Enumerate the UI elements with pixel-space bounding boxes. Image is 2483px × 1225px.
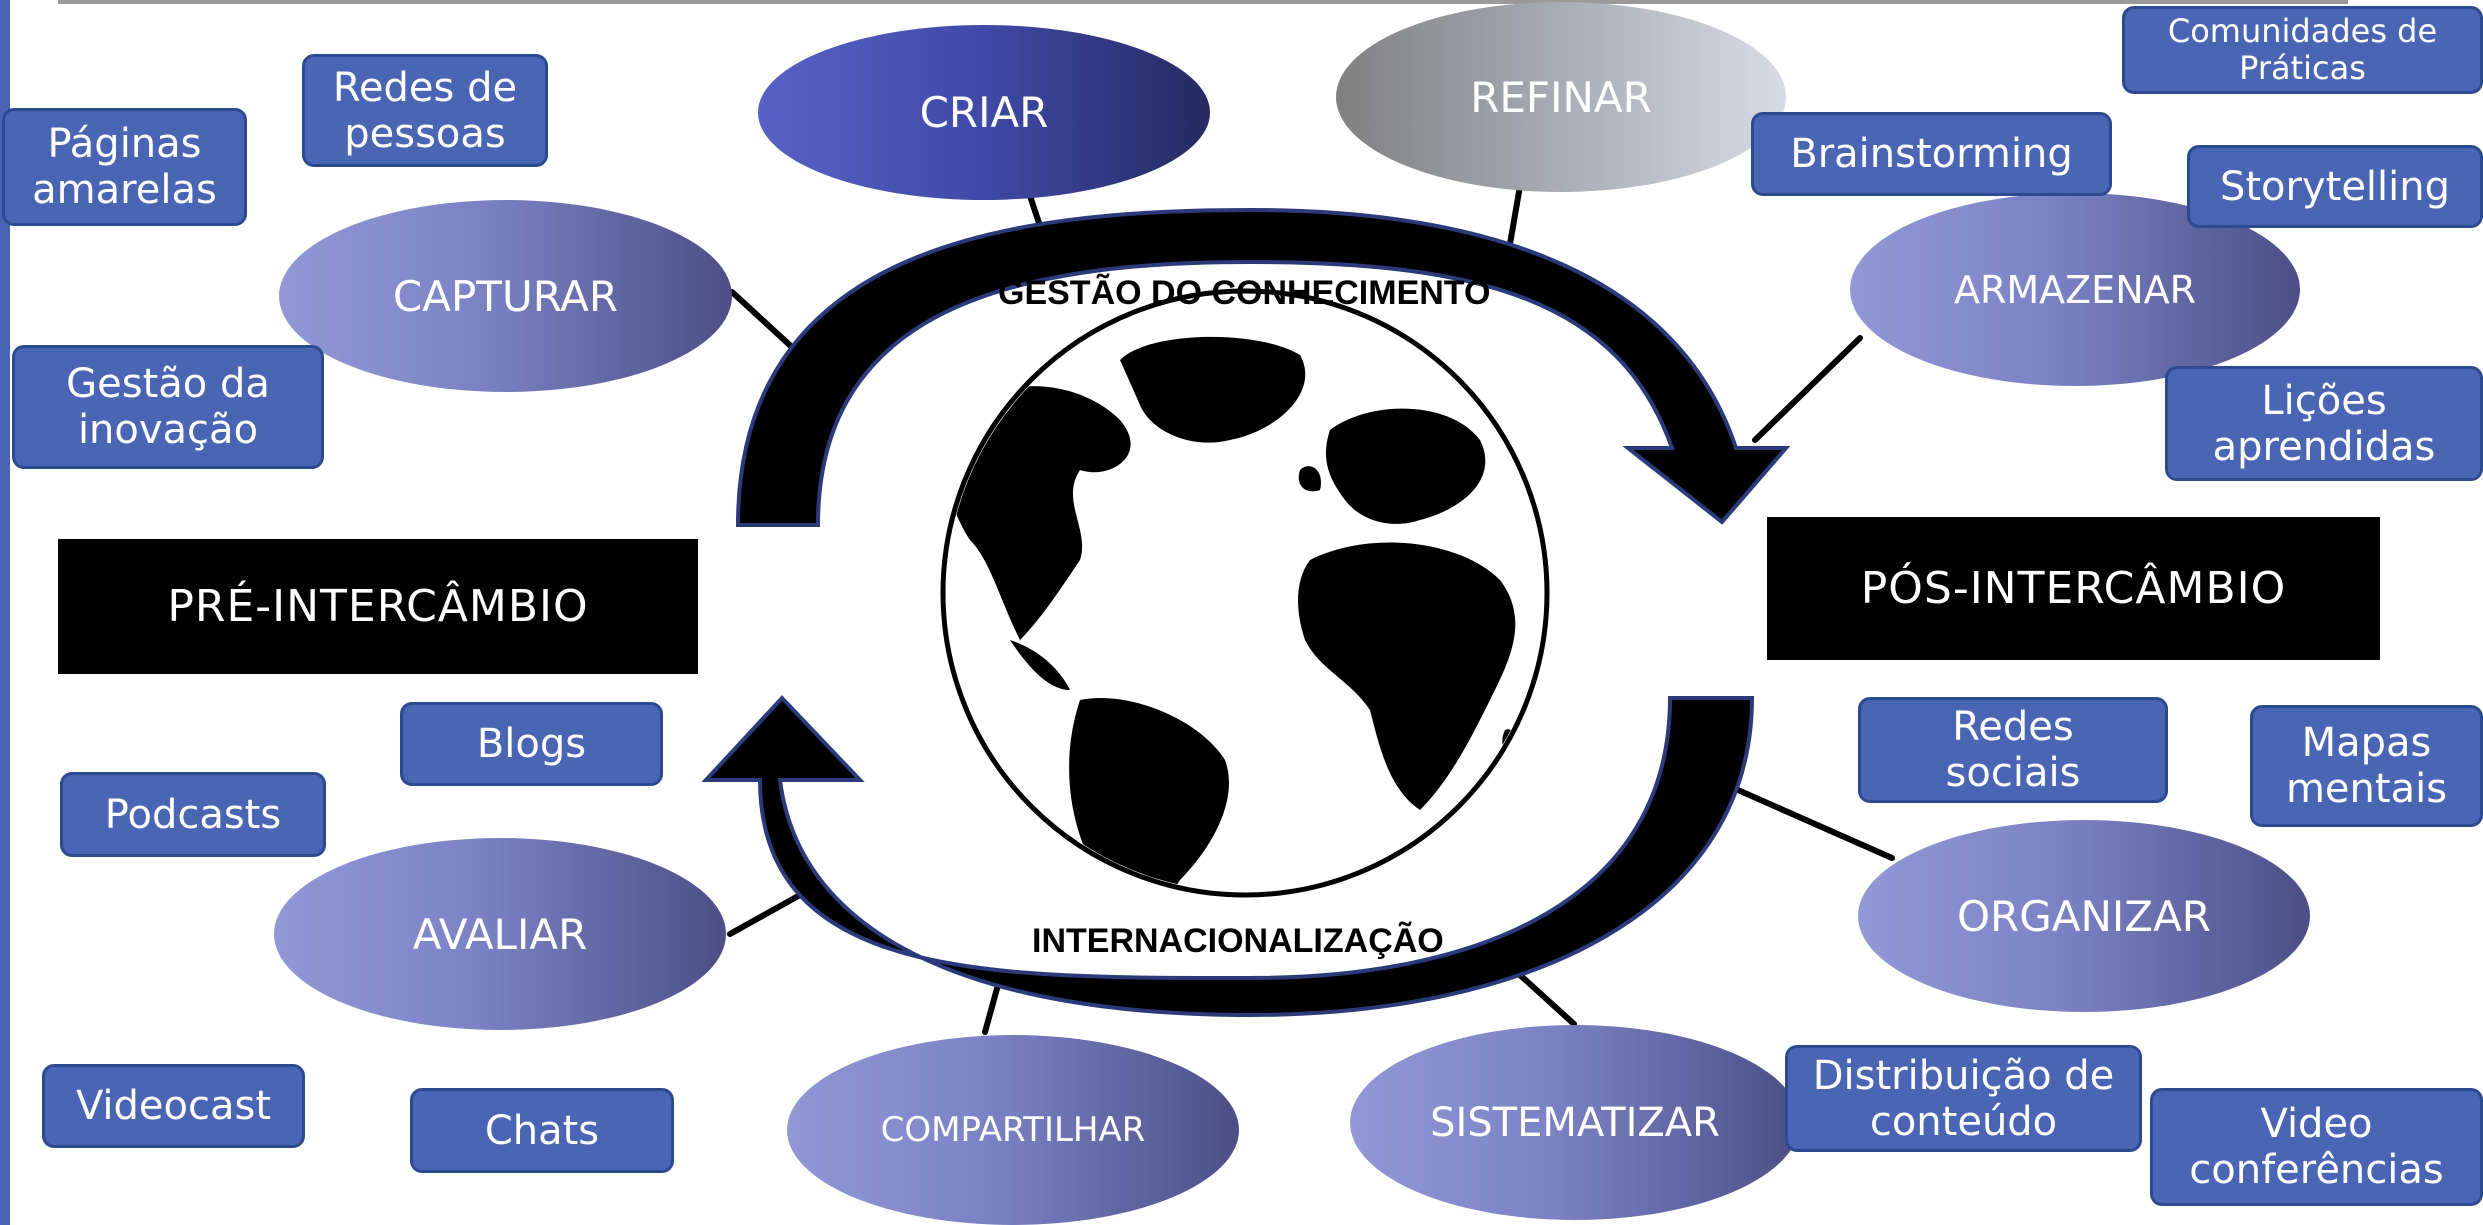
- tool-videocast: Videocast: [42, 1064, 305, 1148]
- tool-storytelling: Storytelling: [2187, 145, 2483, 228]
- tool-comunidades-de-praticas: Comunidades de Práticas: [2122, 6, 2483, 94]
- stage-sistematizar: SISTEMATIZAR: [1350, 1025, 1800, 1220]
- upper-cycle-arrow: [735, 207, 1791, 527]
- top-divider: [58, 0, 2348, 4]
- lower-cycle-arrow: [701, 695, 1755, 1018]
- stage-compartilhar: COMPARTILHAR: [787, 1035, 1239, 1225]
- tool-redes-sociais: Redes sociais: [1858, 697, 2168, 803]
- stage-organizar: ORGANIZAR: [1858, 820, 2310, 1012]
- tool-redes-de-pessoas: Redes de pessoas: [302, 54, 548, 167]
- world-map-globe-icon: [940, 288, 1550, 898]
- stage-refinar: REFINAR: [1336, 2, 1786, 192]
- stage-capturar: CAPTURAR: [279, 200, 732, 392]
- connector-lines: [727, 183, 1895, 1035]
- internationalization-label: INTERNACIONALIZAÇÃO: [1032, 922, 1444, 960]
- tool-gestao-inovacao: Gestão da inovação: [12, 345, 324, 469]
- tool-mapas-mentais: Mapas mentais: [2250, 705, 2483, 827]
- stage-criar: CRIAR: [758, 25, 1210, 200]
- tool-paginas-amarelas: Páginas amarelas: [2, 108, 247, 226]
- post-exchange-box: PÓS-INTERCÂMBIO: [1767, 517, 2380, 660]
- tool-licoes-aprendidas: Lições aprendidas: [2165, 366, 2483, 481]
- tool-distribuicao-de-conteudo: Distribuição de conteúdo: [1785, 1045, 2142, 1152]
- tool-chats: Chats: [410, 1088, 674, 1173]
- tool-blogs: Blogs: [400, 702, 663, 786]
- knowledge-management-label: GESTÃO DO CONHECIMENTO: [998, 274, 1491, 312]
- stage-avaliar: AVALIAR: [274, 838, 726, 1030]
- stage-armazenar: ARMAZENAR: [1850, 193, 2300, 386]
- tool-video-conferencias: Video conferências: [2150, 1088, 2483, 1206]
- left-accent-bar: [0, 0, 10, 1225]
- pre-exchange-box: PRÉ-INTERCÂMBIO: [58, 539, 698, 674]
- tool-brainstorming: Brainstorming: [1751, 112, 2112, 196]
- tool-podcasts: Podcasts: [60, 772, 326, 857]
